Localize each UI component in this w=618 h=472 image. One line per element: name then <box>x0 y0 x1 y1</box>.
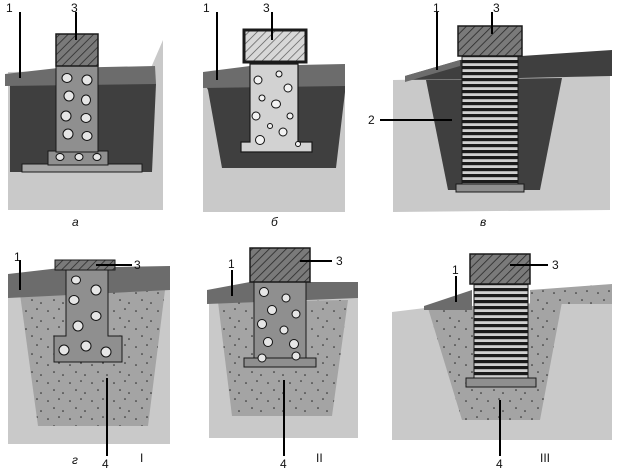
label-4: 4 <box>496 457 503 471</box>
plinth-block <box>469 253 531 285</box>
top-layer-left <box>405 60 460 82</box>
plinth-block <box>457 25 523 57</box>
label-2: 2 <box>368 113 375 127</box>
caption-c: в <box>480 215 486 229</box>
caption-b: б <box>271 215 279 229</box>
panel-b: 1 3 б <box>203 1 345 229</box>
layered-column <box>461 55 519 187</box>
base-plate <box>455 183 525 193</box>
label-3: 3 <box>134 258 141 272</box>
caption-a: а <box>72 215 79 229</box>
label-1: 1 <box>6 1 13 15</box>
base-plate <box>465 377 537 388</box>
stones <box>55 73 102 161</box>
label-3: 3 <box>263 1 270 15</box>
label-3: 3 <box>71 1 78 15</box>
stones <box>58 275 112 358</box>
label-1: 1 <box>14 250 21 264</box>
aggregate <box>251 70 301 147</box>
stones <box>257 287 301 363</box>
top-layer <box>424 290 472 310</box>
panel-f: 1 3 4 III <box>392 253 612 471</box>
label-3: 3 <box>552 258 559 272</box>
label-1: 1 <box>433 1 440 15</box>
label-4: 4 <box>102 457 109 471</box>
panel-c: 1 3 2 в <box>368 1 612 229</box>
sand-top-dots <box>530 284 612 304</box>
caption-d: г <box>72 453 78 467</box>
label-1: 1 <box>203 1 210 15</box>
label-3: 3 <box>493 1 500 15</box>
panel-d: 1 3 4 г I <box>8 250 170 471</box>
label-1: 1 <box>228 257 235 271</box>
concrete-foundation <box>53 269 123 363</box>
plinth-block <box>242 28 308 64</box>
label-4: 4 <box>280 457 287 471</box>
footing-plate <box>243 357 317 368</box>
panel-a: 1 3 а <box>5 1 163 229</box>
roman-label: I <box>140 451 143 465</box>
plinth-block <box>249 247 311 283</box>
roman-label: II <box>316 451 323 465</box>
layered-column <box>473 283 529 381</box>
panel-e: 1 3 4 II <box>207 247 358 471</box>
roman-label: III <box>540 451 550 465</box>
label-1: 1 <box>452 263 459 277</box>
label-3: 3 <box>336 254 343 268</box>
